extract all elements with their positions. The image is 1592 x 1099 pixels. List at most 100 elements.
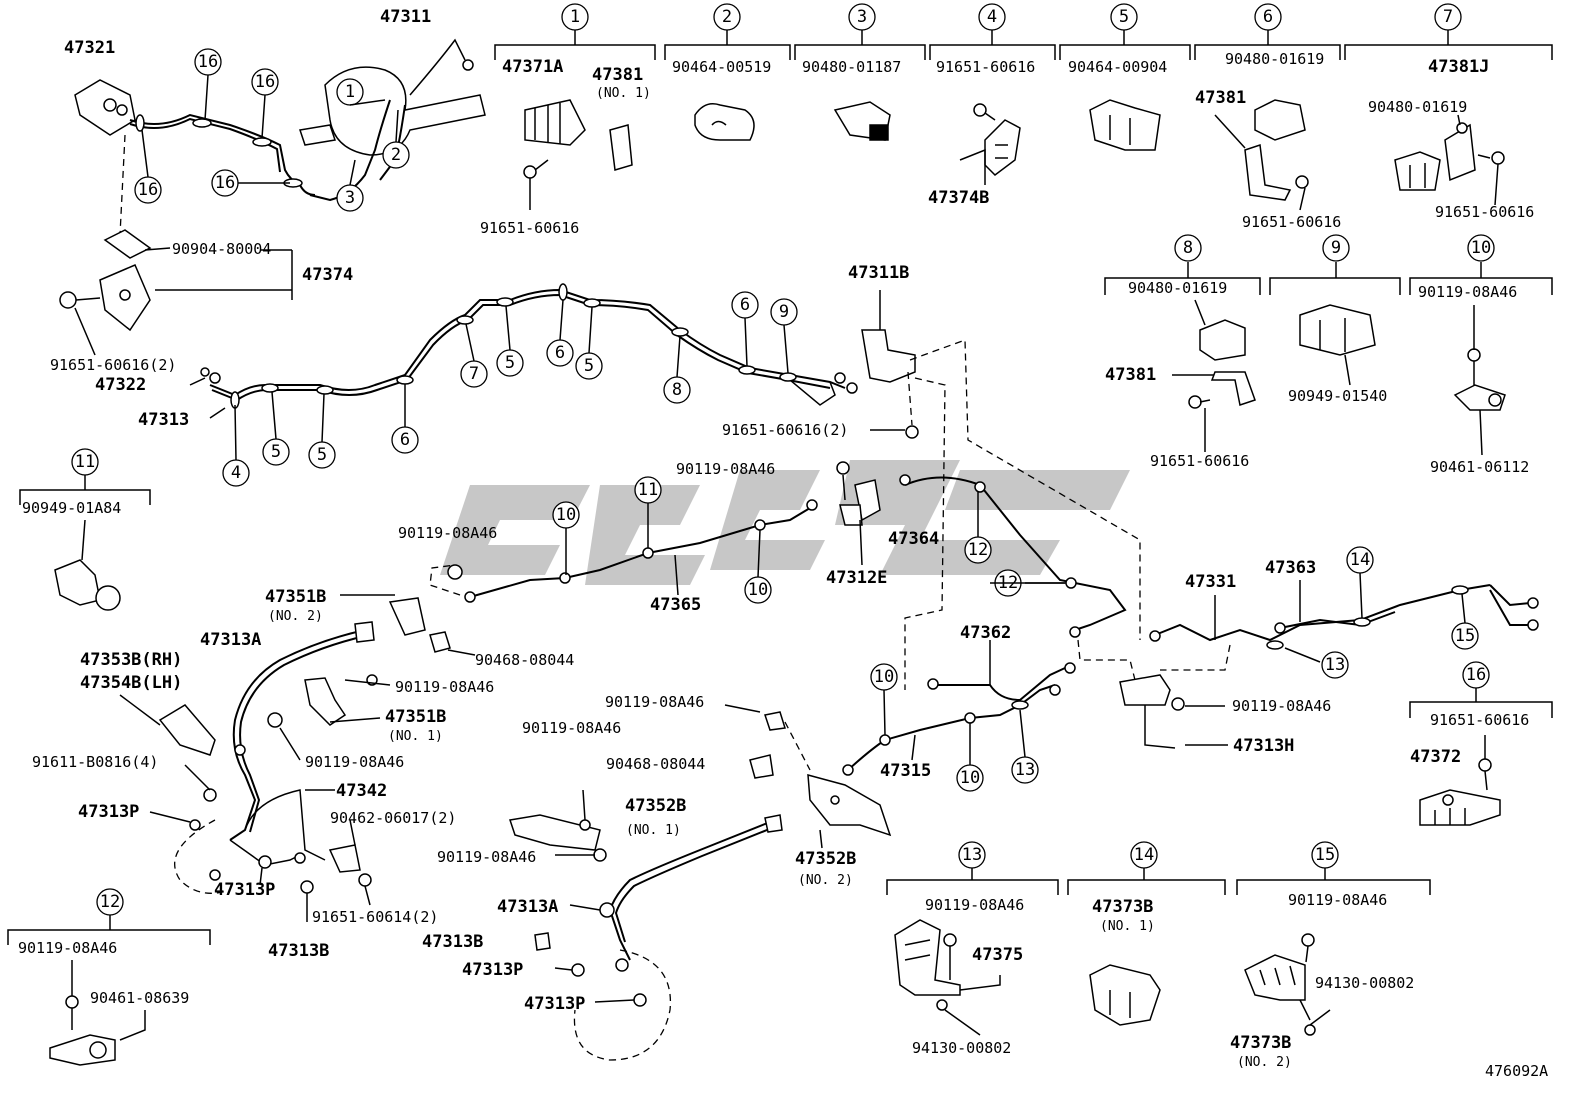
label-90119-08A46-b: 90119-08A46: [398, 524, 497, 542]
label-90119-08A46-h: 90119-08A46: [1232, 697, 1331, 715]
callout-1: 1: [345, 82, 355, 102]
label-90468-08044-a: 90468-08044: [475, 651, 574, 669]
label-90119-08A46-g: 90119-08A46: [437, 848, 536, 866]
legend-1-no1: (NO. 1): [596, 86, 651, 101]
legend-8-90480-01619: 90480-01619: [1128, 279, 1227, 297]
legend-part-sketches: [49, 99, 1506, 1066]
label-47315: 47315: [880, 761, 931, 781]
label-47322: 47322: [95, 375, 146, 395]
legend-8-91651-60616: 91651-60616: [1150, 452, 1249, 470]
legend-callout-2: 2: [722, 7, 732, 27]
label-47351B-no2: 47351B: [265, 587, 326, 607]
callout-3: 3: [345, 188, 355, 208]
callout-6-a: 6: [400, 430, 410, 450]
label-47352B-no2-sub: (NO. 2): [798, 873, 853, 888]
label-90462-06017: 90462-06017(2): [330, 809, 456, 827]
label-47342: 47342: [336, 781, 387, 801]
legend-15-no2: (NO. 2): [1237, 1055, 1292, 1070]
label-47313B-a: 47313B: [268, 941, 329, 961]
label-47311B: 47311B: [848, 263, 909, 283]
label-47313B-b: 47313B: [422, 932, 483, 952]
front-right-hose-area: [509, 704, 892, 1061]
legend-12-90461-08639: 90461-08639: [90, 989, 189, 1007]
callout-2: 2: [391, 145, 401, 165]
legend-callout-9: 9: [1331, 238, 1341, 258]
legend-callout-15: 15: [1315, 845, 1335, 865]
label-47352B-no1-sub: (NO. 1): [626, 823, 681, 838]
label-47353B-RH: 47353B(RH): [80, 650, 182, 670]
callout-9: 9: [779, 302, 789, 322]
callout-7: 7: [469, 364, 479, 384]
label-90119-08A46-a: 90119-08A46: [676, 460, 775, 478]
label-91651-60614: 91651-60614(2): [312, 908, 438, 926]
label-91651-60616-2-b: 91651-60616(2): [722, 421, 848, 439]
line-47331-47363: [1077, 580, 1539, 681]
legend-callout-4: 4: [987, 7, 997, 27]
legend-7-91651-60616: 91651-60616: [1435, 203, 1534, 221]
legend-13-94130-00802: 94130-00802: [912, 1039, 1011, 1057]
legend-7-90480-01619: 90480-01619: [1368, 98, 1467, 116]
label-47351B-no1-sub: (NO. 1): [388, 729, 443, 744]
upper-brake-line: [189, 283, 858, 419]
legend-callout-8: 8: [1183, 238, 1193, 258]
legend-4-47374B: 47374B: [928, 188, 989, 208]
legend-callout-5: 5: [1119, 7, 1129, 27]
label-47362: 47362: [960, 623, 1011, 643]
legend-3-90480-01187: 90480-01187: [802, 58, 901, 76]
legend-callout-10: 10: [1471, 238, 1491, 258]
line-47362: [927, 640, 1076, 702]
legend-14-47373B: 47373B: [1092, 897, 1153, 917]
bracket-47312E: [836, 461, 881, 566]
label-90904-80004: 90904-80004: [172, 240, 271, 258]
line-47365: [429, 499, 818, 603]
label-91611-B0816: 91611-B0816(4): [32, 753, 158, 771]
legend-callout-1: 1: [570, 7, 580, 27]
legend-16-91651-60616: 91651-60616: [1430, 711, 1529, 729]
legend-1-47371A: 47371A: [502, 57, 563, 77]
legend-11-90949-01A84: 90949-01A84: [22, 499, 121, 517]
legend-6-91651-60616: 91651-60616: [1242, 213, 1341, 231]
legend-10-90461-06112: 90461-06112: [1430, 458, 1529, 476]
label-90468-08044-b: 90468-08044: [606, 755, 705, 773]
legend-15-94130-00802: 94130-00802: [1315, 974, 1414, 992]
callout-5-a: 5: [271, 442, 281, 462]
callout-13-b: 13: [1325, 655, 1345, 675]
legend-15-90119-08A46: 90119-08A46: [1288, 891, 1387, 909]
legend-16-47372: 47372: [1410, 747, 1461, 767]
callout-16-a: 16: [198, 52, 218, 72]
callout-16-c: 16: [138, 180, 158, 200]
callout-16-b: 16: [255, 72, 275, 92]
legend-4-91651-60616: 91651-60616: [936, 58, 1035, 76]
label-47313P-a: 47313P: [78, 802, 139, 822]
legend-6-47381: 47381: [1195, 88, 1246, 108]
callout-6-c: 6: [740, 295, 750, 315]
clip-assembly-47374: [59, 134, 293, 356]
legend-5-90464-00904: 90464-00904: [1068, 58, 1167, 76]
label-90119-08A46-f: 90119-08A46: [522, 719, 621, 737]
line-47364: [899, 474, 1127, 638]
label-90119-08A46-e: 90119-08A46: [605, 693, 704, 711]
label-47313: 47313: [138, 410, 189, 430]
legend-8-47381: 47381: [1105, 365, 1156, 385]
label-47313A-a: 47313A: [200, 630, 261, 650]
label-47352B-no1: 47352B: [625, 796, 686, 816]
legend-13-47375: 47375: [972, 945, 1023, 965]
label-47313P-d: 47313P: [524, 994, 585, 1014]
callout-5-b: 5: [317, 445, 327, 465]
callout-16-d: 16: [215, 173, 235, 193]
legend-13-90119-08A46: 90119-08A46: [925, 896, 1024, 914]
part-labels: 47321 47311 90904-80004 47374 91651-6061…: [18, 7, 1548, 1080]
callout-14: 14: [1350, 550, 1370, 570]
callout-8: 8: [672, 380, 682, 400]
callout-12-a: 12: [968, 540, 988, 560]
bracket-47313H: [1119, 674, 1228, 749]
legend-callout-14: 14: [1134, 845, 1154, 865]
label-47365: 47365: [650, 595, 701, 615]
callout-circles: 1 2 3 4 5 6 7 8 9 10 11 12 13 14 15 16 1…: [71, 3, 1495, 916]
callout-10-c: 10: [874, 667, 894, 687]
master-cylinder-area: [74, 38, 486, 202]
label-47364: 47364: [888, 529, 939, 549]
callout-13-a: 13: [1015, 760, 1035, 780]
callout-10-b: 10: [748, 580, 768, 600]
